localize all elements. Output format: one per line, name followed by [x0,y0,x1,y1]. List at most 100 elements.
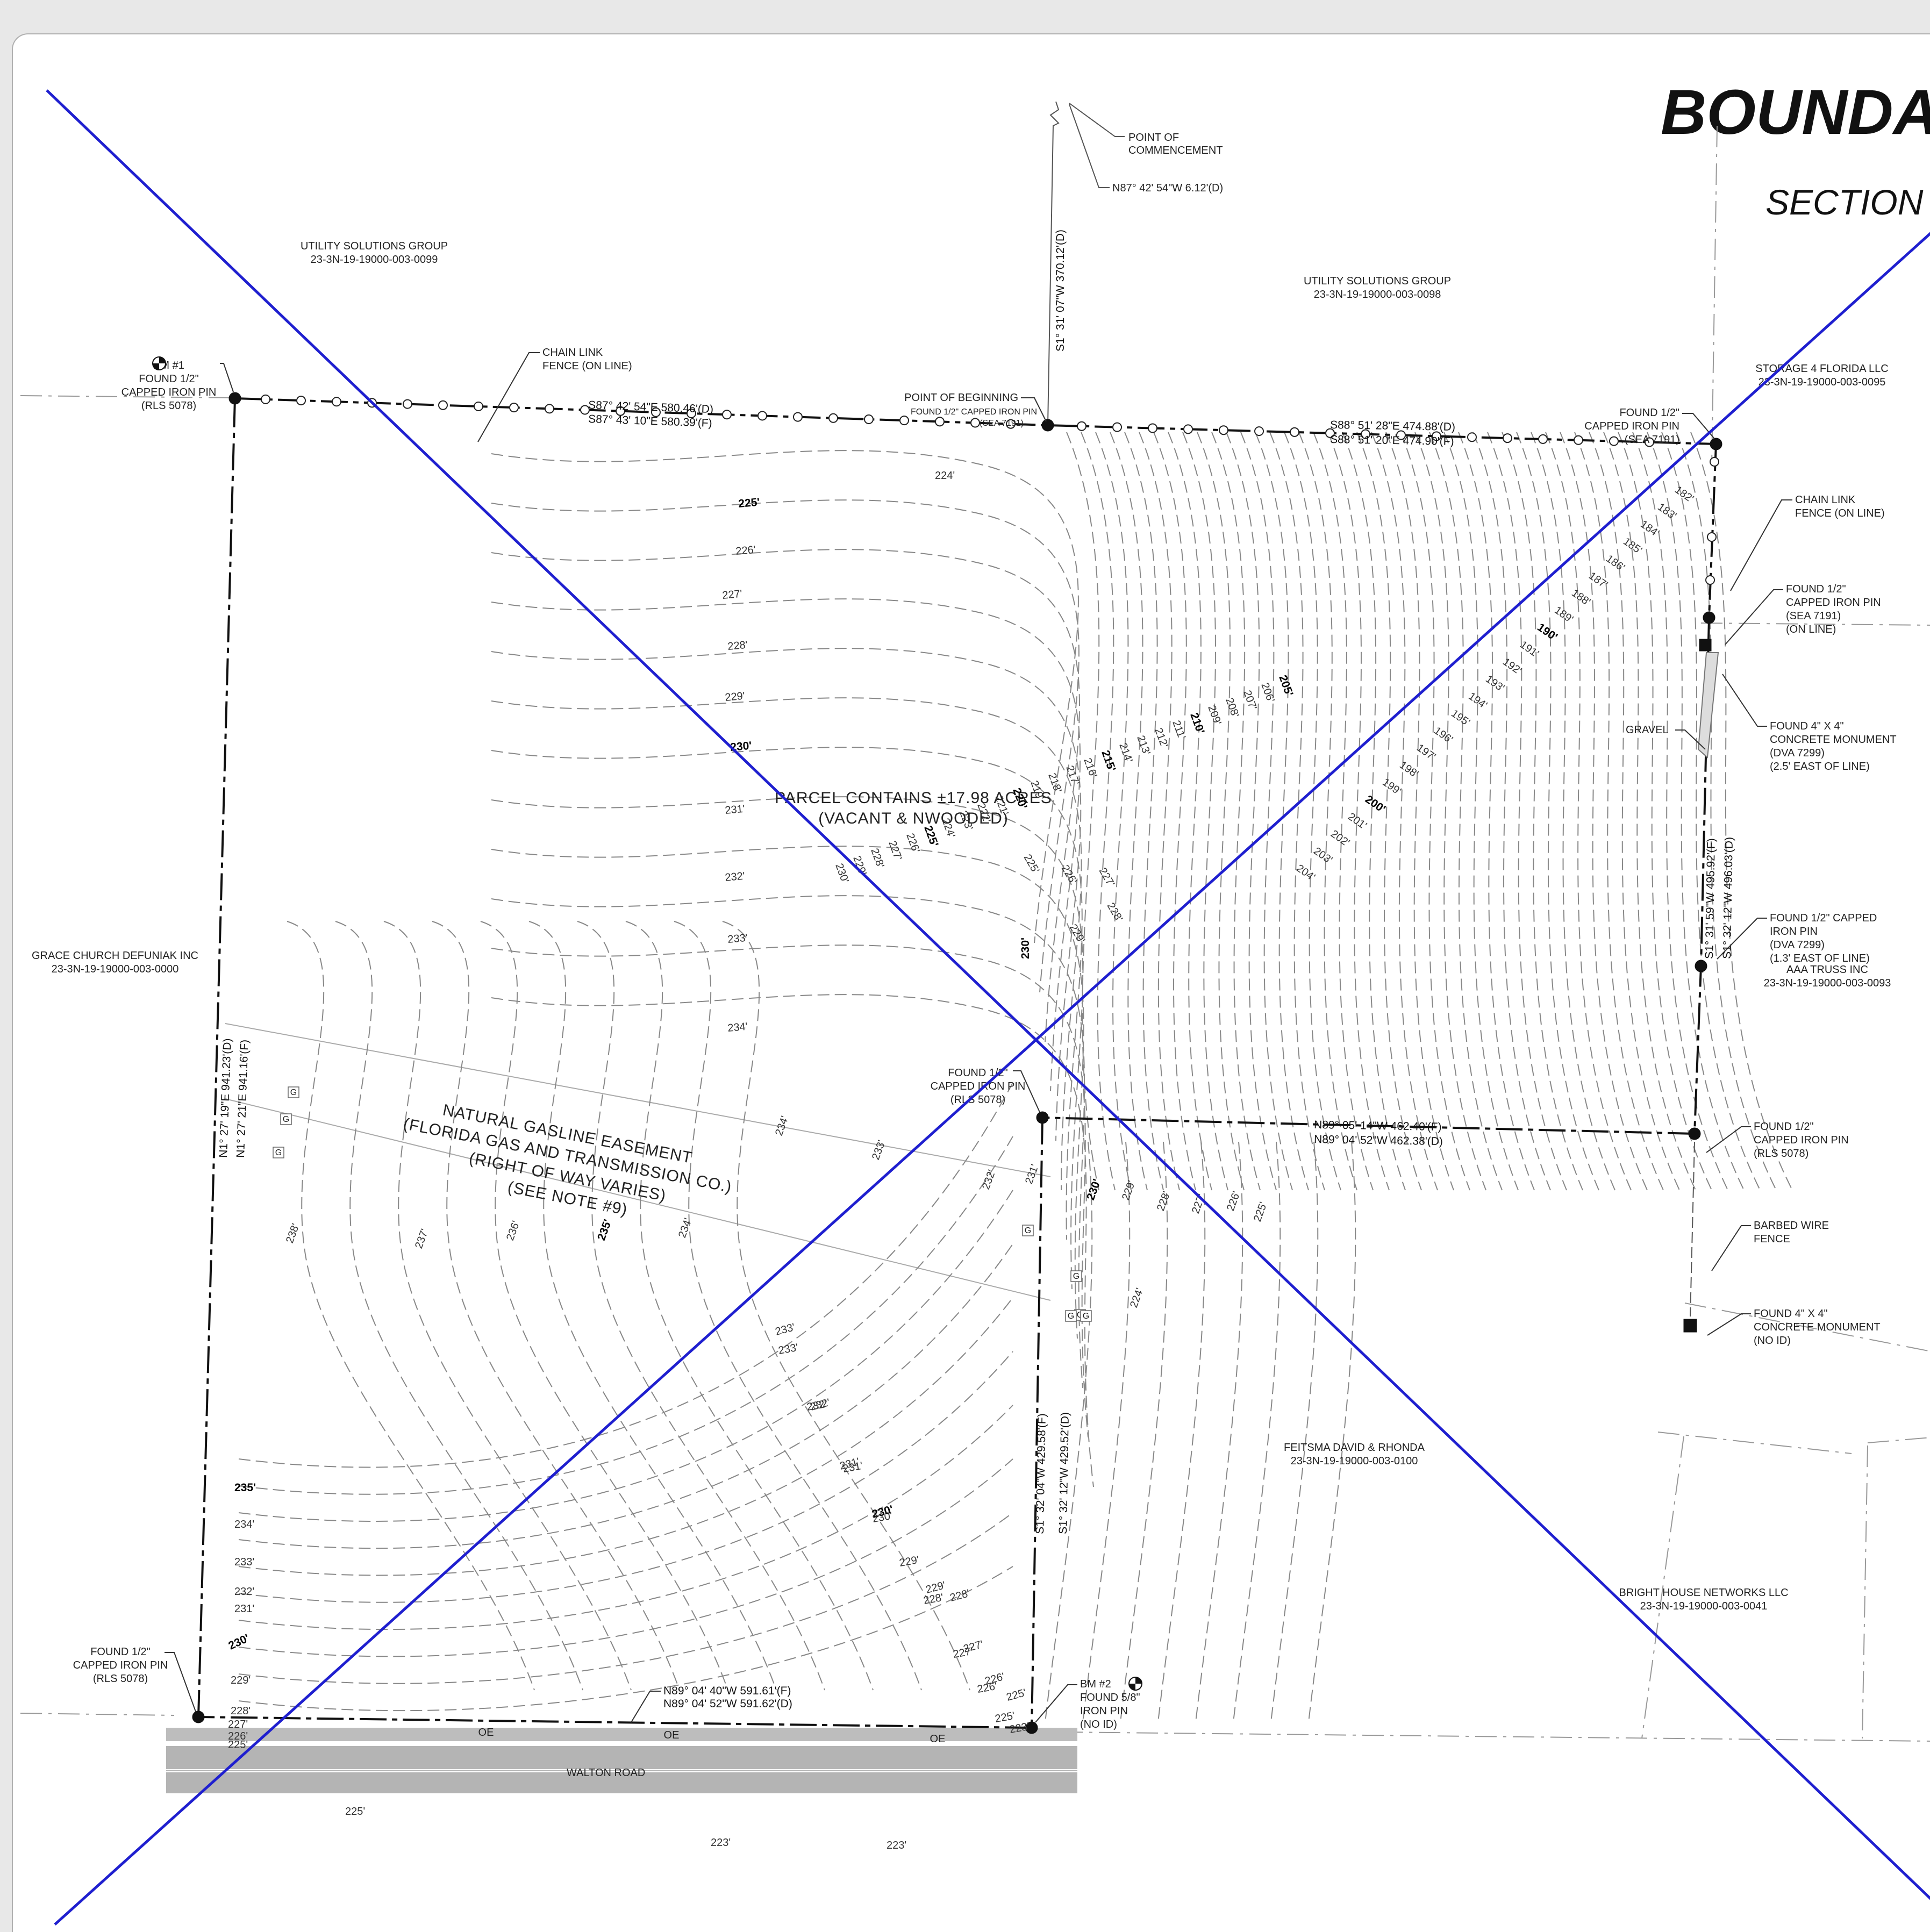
contour-label: 213' [1134,734,1152,756]
contour [491,944,1089,1438]
contour-label: 202' [1328,828,1352,849]
owner-name: STORAGE 4 FLORIDA LLC [1755,363,1889,375]
gas-marker-letter: G [1073,1272,1080,1281]
fence-post [1396,430,1406,440]
contour [238,1512,1013,1684]
contour-label: 229' [1067,922,1088,946]
chain-link-right-line: CHAIN LINK [1795,494,1856,506]
contour [1458,432,1535,1191]
contour [1443,432,1519,1191]
contour-label: 230' [226,1632,251,1652]
contour-label: 225' [921,824,940,848]
contour-label: 204' [1294,862,1317,883]
fence-post [970,418,980,428]
fence-post [1006,419,1016,429]
contour-label: 216' [1081,756,1099,779]
contour-label: 226' [976,1680,998,1695]
contour-label: 238' [284,1222,302,1244]
contour [1233,1141,1281,1723]
fence-post [332,397,341,407]
contour [1124,432,1164,1191]
contour-label: 230' [833,862,850,884]
contour [1298,432,1357,1191]
owner-parcel: 23-3N-19-19000-003-0041 [1640,1600,1768,1612]
contour [577,921,825,1691]
contour [238,1405,1013,1630]
found-pin-center-line: CAPPED IRON PIN [931,1081,1026,1092]
contour [491,994,1094,1487]
contour [528,921,777,1691]
contour-label: 200' [1363,793,1388,815]
contour-label: 225' [1021,853,1042,876]
pob-title: POINT OF BEGINNING [904,392,1018,404]
contour [1502,432,1583,1191]
contour-label: 226' [904,832,921,854]
fence-post [1325,428,1335,438]
fence-post [722,410,732,420]
contour [1211,432,1261,1191]
contour-label: 225' [228,1739,248,1751]
contour-label: 234' [773,1114,791,1137]
contour [238,1458,1013,1657]
chain-link-top-line: FENCE (ON LINE) [542,360,632,372]
contour [491,598,1081,1092]
contour [1308,1141,1356,1723]
overhead-electric-label: OE [664,1729,680,1741]
owner-name: UTILITY SOLUTIONS GROUP [301,240,448,252]
found-monument-1-line: (2.5' EAST OF LINE) [1770,761,1870,772]
contour-label: 235' [595,1218,614,1242]
vertical-bearing: S1° 31' 07"W 370.12'(D) [1054,230,1067,352]
barbed-wire-line [1690,1141,1695,1317]
contour-label: 231' [725,803,746,817]
contour [238,1136,1013,1495]
fence-post [438,400,448,410]
fence-post [793,412,803,422]
contour [1270,1141,1319,1723]
south-bearing-leader [631,1691,661,1723]
owner-parcel: 23-3N-19-19000-003-0098 [1314,289,1441,300]
monument-concrete-2 [1683,1319,1697,1333]
fence-post [1609,436,1619,446]
contour-label: 182' [1672,484,1696,505]
fence-post [1290,427,1299,437]
fence-post [509,403,519,413]
contour [491,747,1083,1240]
contour-label: 227' [952,1645,974,1661]
contour [722,921,970,1691]
drawing-title: BOUNDAR [1661,77,1930,148]
gas-marker-box [1080,1310,1092,1322]
contour [335,921,583,1691]
adjacent-property-lines [20,125,1930,1742]
contour-label: 227' [722,588,743,602]
gravel-leader [1675,729,1706,750]
contour-label: 235' [234,1482,256,1494]
found-pin-right-2-line: (1.3' EAST OF LINE) [1770,953,1870,964]
contour-label: 209' [1205,704,1223,726]
drawing-sheet: BOUNDAR SECTION 2 WALTON ROAD [12,33,1930,1932]
contour [1226,432,1277,1191]
contour [1269,432,1325,1191]
gas-marker-letter: G [275,1148,282,1157]
found-pin-ne-line: FOUND 1/2" [1619,407,1679,419]
contour-label: 236' [504,1219,522,1242]
road-shoulder [166,1728,1077,1741]
contour-label: 225' [994,1710,1016,1725]
contour-label: 234' [234,1519,254,1530]
contour [1095,432,1132,1191]
bearing-inner-east-d: S1° 32' 12"W 429.52'(D) [1057,1412,1071,1534]
pob-leader [1021,397,1047,422]
chain-link-right-leader [1730,499,1792,591]
contour [1153,432,1196,1191]
contour-label: 206' [1259,681,1276,704]
barbed-wire-line: BARBED WIRE [1754,1220,1829,1232]
pob-line: (SEA 7191) [980,419,1024,428]
boundary-lines [197,397,1717,1729]
fence-post [1183,424,1193,434]
contour [1255,432,1309,1191]
contour-label: 233' [870,1139,888,1161]
contour [1545,432,1632,1191]
gravel-label: GRAVEL [1626,724,1669,736]
found-monument-1-line: (DVA 7299) [1770,747,1825,759]
contour [1385,432,1454,1191]
contour-label: 215' [1099,749,1118,773]
